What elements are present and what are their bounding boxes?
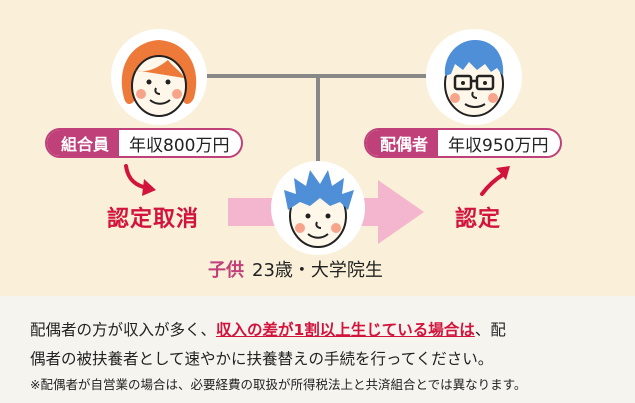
- spouse-income-badge: 配偶者 年収950万円: [364, 128, 563, 158]
- member-role-label: 組合員: [47, 130, 120, 156]
- red-arrow-up-right-icon: [480, 166, 510, 196]
- family-connector-lines: [205, 74, 428, 170]
- note-line-1-pre: 配偶者の方が収入が多く、: [30, 321, 217, 339]
- note-line-1-post: 、配: [474, 321, 506, 339]
- member-status-revoked: 認定取消: [107, 207, 200, 232]
- note-footnote: ※配偶者が自営業の場合は、必要経費の取扱が所得税法上と共済組合とでは異なります。: [30, 377, 527, 392]
- spouse-status-certified: 認定: [455, 207, 502, 232]
- man-with-glasses-face-icon: [426, 29, 522, 125]
- spouse-role-label: 配偶者: [366, 130, 439, 156]
- member-income-badge: 組合員 年収800万円: [45, 128, 244, 158]
- note-line-1: 配偶者の方が収入が多く、収入の差が1割以上生じている場合は、配: [30, 318, 506, 340]
- spouse-income-value: 年収950万円: [448, 135, 549, 156]
- note-highlight: 収入の差が1割以上生じている場合は: [216, 321, 475, 339]
- note-panel: [0, 296, 635, 403]
- child-face-icon: [271, 161, 365, 255]
- red-arrow-down-right-icon: [124, 164, 156, 196]
- woman-face-icon: [111, 29, 207, 125]
- member-income-value: 年収800万円: [129, 135, 230, 156]
- child-detail: 23歳・大学院生: [252, 260, 383, 281]
- note-line-2: 偶者の被扶養者として速やかに扶養替えの手続を行ってください。: [30, 350, 494, 368]
- child-role-label: 子供: [208, 260, 244, 281]
- child-label: 子供 23歳・大学院生: [208, 256, 383, 282]
